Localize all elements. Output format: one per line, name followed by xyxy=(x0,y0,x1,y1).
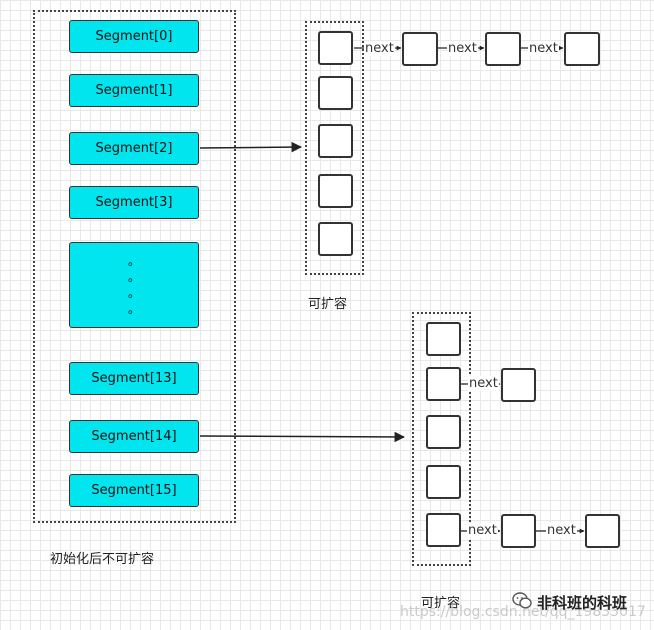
segment-1-label: Segment[1] xyxy=(95,83,173,98)
next-label: next xyxy=(528,41,559,56)
segment-2-label: Segment[2] xyxy=(95,141,173,156)
chain-node xyxy=(564,32,600,66)
bucket-node xyxy=(426,322,461,356)
segment-0: Segment[0] xyxy=(69,20,199,53)
hash-entry-container-bottom xyxy=(412,312,471,566)
ellipsis-dot: 。 xyxy=(127,254,140,268)
next-label: next xyxy=(546,523,577,538)
bucket-node xyxy=(426,465,461,499)
chain-node xyxy=(402,32,438,66)
segment-14: Segment[14] xyxy=(69,420,199,453)
chain-node xyxy=(501,368,536,402)
chain-node xyxy=(485,32,521,66)
segment-ellipsis-block: 。 。 。 。 xyxy=(69,242,199,328)
bucket-node xyxy=(426,513,461,547)
bucket-node xyxy=(318,76,353,110)
bucket-node xyxy=(318,124,353,158)
next-label: next xyxy=(447,41,478,56)
ellipsis-dot: 。 xyxy=(127,286,140,300)
init-fixed-caption: 初始化后不可扩容 xyxy=(50,552,155,567)
segment-1: Segment[1] xyxy=(69,74,199,107)
segment-13-label: Segment[13] xyxy=(91,371,177,386)
chain-node xyxy=(585,514,620,548)
watermark-url: https://blog.csdn.net/qq_19833017 xyxy=(400,604,646,620)
ellipsis-dot: 。 xyxy=(127,270,140,284)
wechat-icon xyxy=(512,592,532,610)
bucket-node xyxy=(426,367,461,401)
segment-2: Segment[2] xyxy=(69,132,199,165)
segment-13: Segment[13] xyxy=(69,362,199,395)
segment-14-arrow xyxy=(199,431,406,443)
segment-0-label: Segment[0] xyxy=(95,29,173,44)
segment-3-label: Segment[3] xyxy=(95,195,173,210)
segment-array-container xyxy=(33,10,236,523)
expandable-caption-bottom: 可扩容 xyxy=(421,596,461,611)
next-label: next xyxy=(364,41,395,56)
bucket-node xyxy=(318,174,353,208)
next-label: next xyxy=(468,376,499,391)
segment-2-arrow xyxy=(199,141,303,153)
bucket-node xyxy=(318,222,353,256)
expandable-caption-top: 可扩容 xyxy=(308,297,348,312)
next-label: next xyxy=(467,523,498,538)
segment-15-label: Segment[15] xyxy=(91,483,177,498)
chain-node xyxy=(501,514,536,548)
segment-15: Segment[15] xyxy=(69,474,199,507)
segment-3: Segment[3] xyxy=(69,186,199,219)
segment-14-label: Segment[14] xyxy=(91,429,177,444)
wechat-account-name: 非科班的科班 xyxy=(537,594,628,612)
bucket-node xyxy=(318,31,353,65)
hash-entry-container-top xyxy=(305,21,364,275)
ellipsis-dot: 。 xyxy=(127,302,140,316)
bucket-node xyxy=(426,415,461,449)
